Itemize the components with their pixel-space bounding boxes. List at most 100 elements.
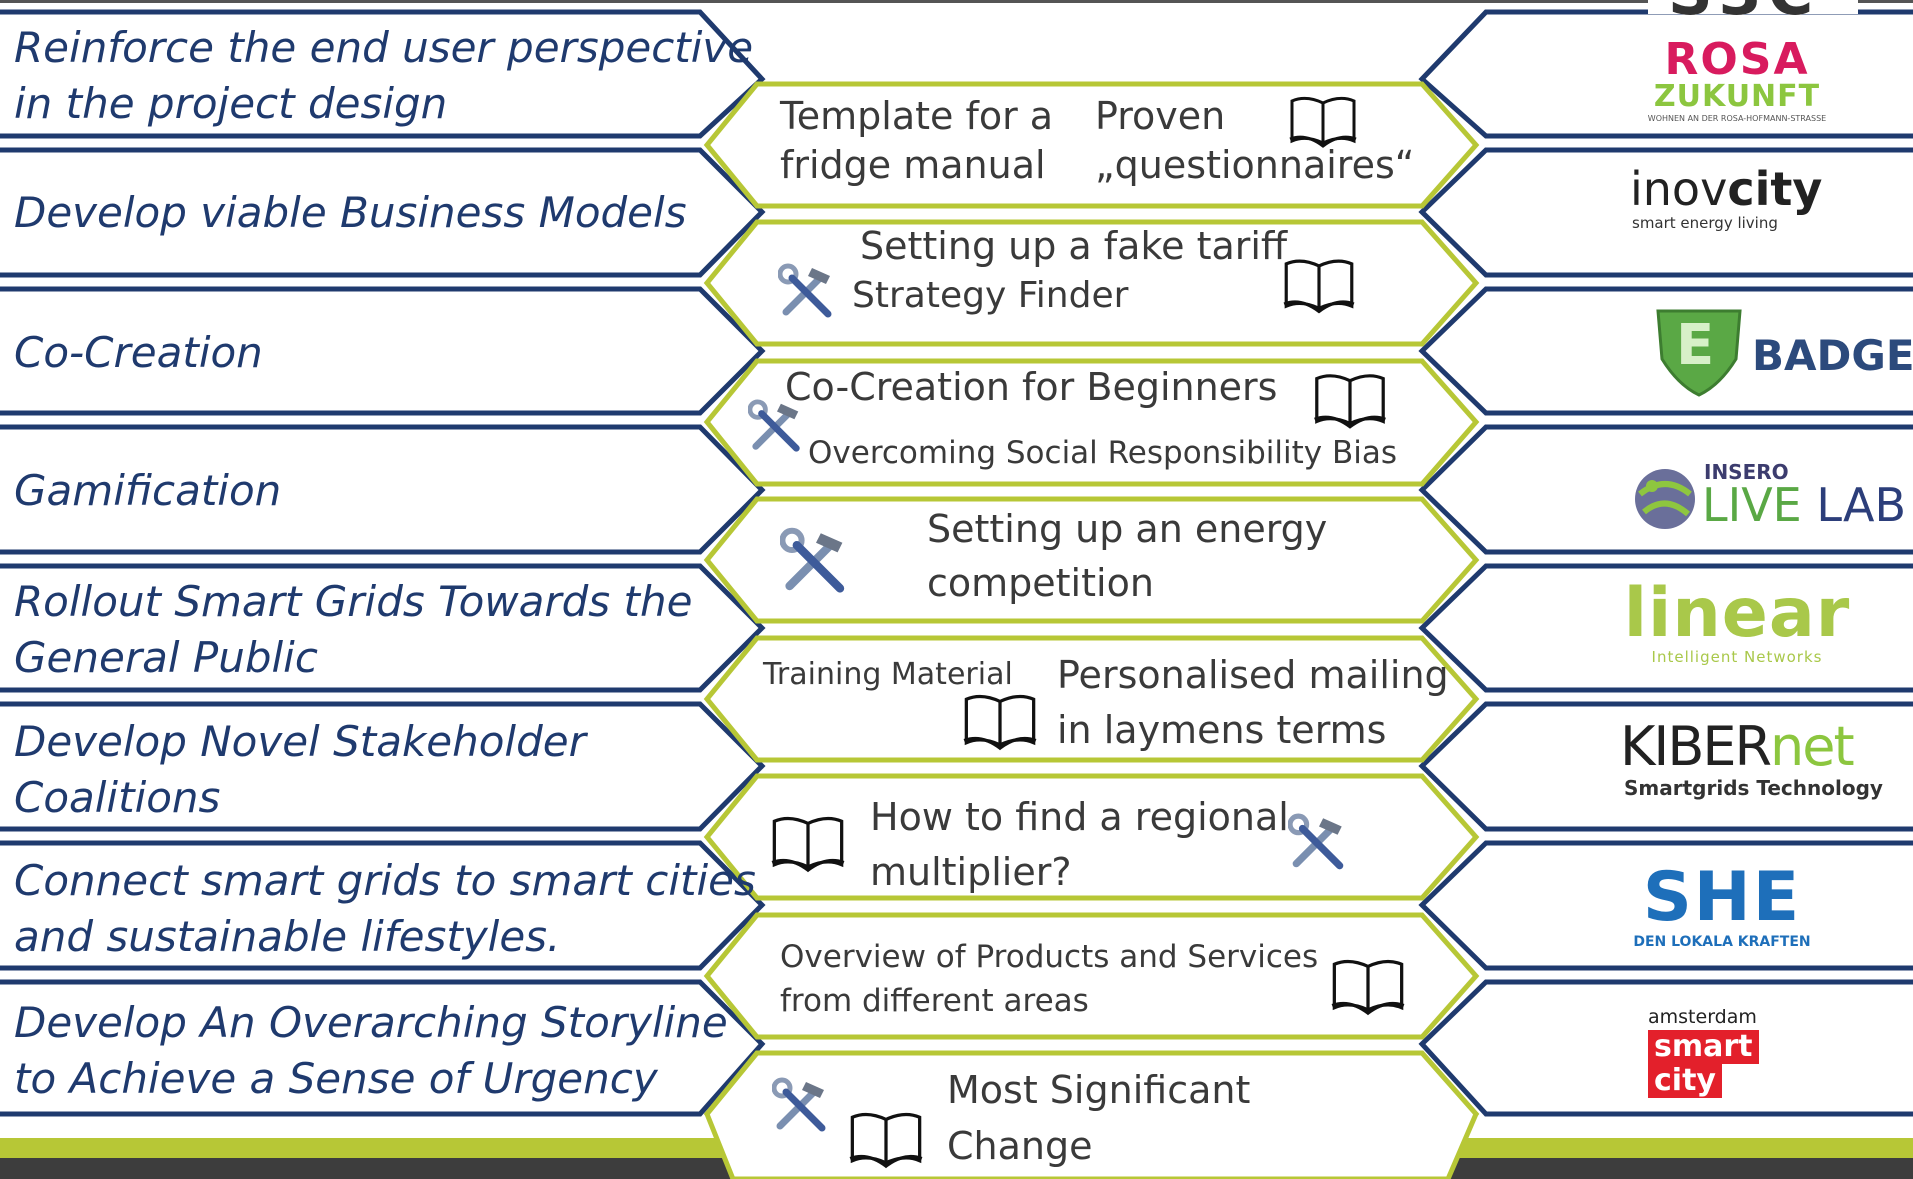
linear-logo: linear Intelligent Networks (1612, 574, 1862, 667)
linear-word: linear (1623, 574, 1851, 653)
left-label-4-line-1: Gamification (14, 466, 282, 515)
top-logo-box (1648, 0, 1858, 14)
left-label-5-line-1: Rollout Smart Grids Towards the (14, 577, 693, 626)
left-label-5-line-2: General Public (14, 633, 318, 682)
left-label-1: Reinforce the end user perspective in th… (14, 20, 753, 132)
left-label-6: Develop Novel Stakeholder Coalitions (14, 714, 586, 826)
left-label-8: Develop An Overarching Storyline to Achi… (14, 995, 728, 1107)
left-arrow-2 (0, 147, 766, 278)
amsterdam-city: city (1648, 1064, 1722, 1098)
ebadge-shield-icon (1656, 309, 1742, 397)
middle-hexagons (703, 81, 1480, 1178)
left-label-1-line-2: in the project design (14, 79, 448, 128)
rosa-logo-line-2: ZUKUNFT (1653, 79, 1821, 114)
book-icon (1283, 259, 1355, 314)
middle-hex-6 (703, 773, 1480, 901)
middle-6-line-1: How to find a regional (870, 795, 1289, 839)
left-label-3: Co-Creation (14, 325, 263, 381)
middle-hex-4 (703, 496, 1480, 624)
insero-lab: LAB (1816, 478, 1907, 532)
right-arrow-6 (1418, 701, 1913, 832)
left-label-1-line-1: Reinforce the end user perspective (14, 23, 754, 72)
amsterdam-smart: smart (1648, 1030, 1759, 1064)
insero-globe-icon (1635, 469, 1695, 529)
inovcity-tagline: smart energy living (1632, 214, 1778, 232)
kibernet-part-2: net (1770, 715, 1855, 778)
linear-tagline: Intelligent Networks (1651, 648, 1823, 666)
rosa-zukunft-logo: ROSA ZUKUNFT WOHNEN AN DER ROSA-HOFMANN-… (1628, 38, 1846, 126)
she-word: SHE (1642, 858, 1802, 937)
left-label-2: Develop viable Business Models (14, 185, 687, 241)
middle-7-line-1: Overview of Products and Services (780, 939, 1319, 975)
tools-icon (780, 527, 845, 593)
middle-6-text: How to find a regional multiplier? (870, 790, 1289, 900)
kibernet-tagline: Smartgrids Technology (1624, 776, 1883, 800)
inovcity-part-1: inov (1630, 162, 1728, 216)
right-arrow-5 (1418, 563, 1913, 693)
insero-live: LIVE (1702, 478, 1802, 532)
insero-livelab-logo: INSERO LIVE LAB (1630, 460, 1906, 536)
rosa-logo-line-1: ROSA (1664, 34, 1810, 85)
tools-icon (772, 1077, 826, 1132)
middle-4-text: Setting up an energy competition (927, 502, 1327, 610)
left-arrow-7 (0, 840, 766, 971)
middle-1-text-b: Proven „questionnaires“ (1095, 92, 1414, 191)
inovcity-part-2: city (1727, 162, 1823, 216)
middle-1-line-1: Template for a (780, 94, 1054, 138)
she-logo: SHE DEN LOKALA KRAFTEN (1632, 858, 1812, 951)
amsterdam-smart-city-logo: amsterdam smart city (1648, 1006, 1759, 1098)
middle-5-line-3: in laymens terms (1057, 708, 1387, 752)
middle-8-line-1: Most Significant (947, 1068, 1251, 1112)
ebadge-letter: E (1676, 313, 1715, 378)
book-icon (1331, 959, 1405, 1016)
middle-5-line-2: Personalised mailing (1057, 653, 1449, 697)
left-arrow-4 (0, 424, 766, 555)
middle-hex-2 (703, 219, 1480, 347)
right-arrow-1 (1418, 9, 1913, 139)
left-arrows (0, 9, 766, 1117)
middle-1-line-4: „questionnaires“ (1095, 143, 1415, 188)
left-arrow-3 (0, 286, 766, 416)
s3c-logo-partial: S3C (1668, 0, 1819, 29)
book-icon (1314, 374, 1386, 429)
book-icon (1289, 96, 1357, 148)
middle-hex-5 (703, 635, 1480, 763)
middle-1-text-a: Template for a fridge manual (780, 92, 1053, 191)
ebadge-word: BADGE (1752, 331, 1913, 380)
left-label-7-line-1: Connect smart grids to smart cities (14, 856, 756, 905)
left-label-5: Rollout Smart Grids Towards the General … (14, 574, 692, 686)
middle-hex-1 (703, 81, 1480, 209)
middle-1-line-3: Proven (1095, 94, 1226, 138)
tools-icon (1288, 813, 1344, 870)
middle-4-line-1: Setting up an energy (927, 507, 1328, 551)
middle-1-line-2: fridge manual (780, 143, 1046, 188)
middle-6-line-2: multiplier? (870, 850, 1072, 894)
left-label-6-line-1: Develop Novel Stakeholder (14, 717, 586, 766)
tools-icon (748, 399, 800, 452)
she-tagline: DEN LOKALA KRAFTEN (1633, 934, 1811, 950)
rosa-logo-tagline: WOHNEN AN DER ROSA-HOFMANN-STRASSE (1647, 114, 1827, 123)
book-icon (849, 1112, 923, 1169)
middle-4-line-2: competition (927, 561, 1154, 605)
middle-2-line-2: Strategy Finder (852, 275, 1129, 316)
middle-8-line-2: Change (947, 1124, 1093, 1168)
left-label-6-line-2: Coalitions (14, 773, 221, 822)
middle-8-text: Most Significant Change (947, 1062, 1250, 1174)
left-label-7: Connect smart grids to smart cities and … (14, 853, 756, 965)
right-arrow-7 (1418, 840, 1913, 971)
middle-5-line-1: Training Material (763, 657, 1013, 692)
left-label-2-line-1: Develop viable Business Models (14, 188, 687, 237)
middle-7-line-2: from different areas (780, 983, 1089, 1019)
left-label-8-line-1: Develop An Overarching Storyline (14, 998, 728, 1047)
middle-hex-7 (703, 912, 1480, 1040)
right-arrow-2 (1418, 147, 1913, 278)
left-arrow-8 (0, 979, 766, 1117)
middle-5-text-b: Personalised mailing in laymens terms (1057, 648, 1449, 758)
middle-3-line-2: Overcoming Social Responsibility Bias (808, 435, 1397, 471)
kibernet-logo: KIBERnet Smartgrids Technology (1620, 715, 1883, 801)
kibernet-part-1: KIBER (1620, 715, 1772, 778)
inovcity-logo: inovcity smart energy living (1630, 164, 1822, 232)
tools-icon (778, 263, 832, 318)
insero-top: INSERO (1704, 460, 1789, 484)
